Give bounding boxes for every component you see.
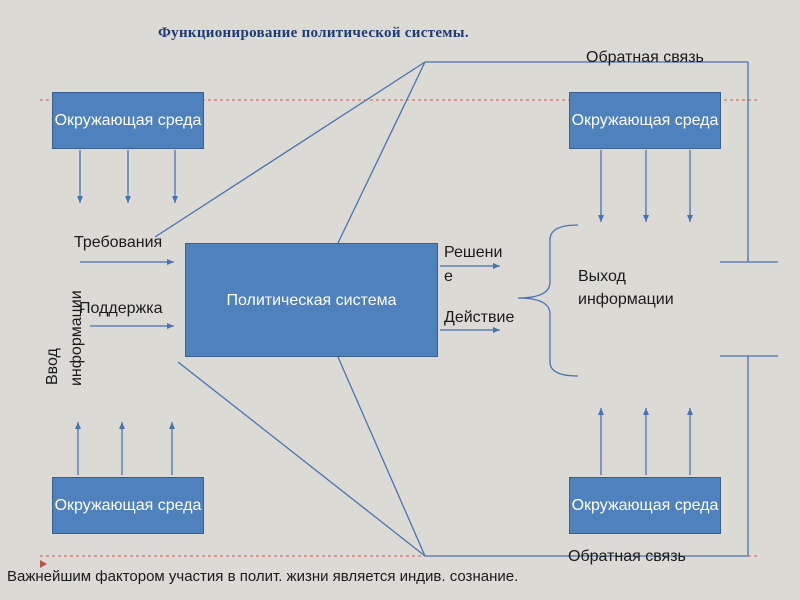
footer-note: Важнейшим фактором участия в полит. жизн…	[7, 568, 519, 585]
environment-box-top-right: Окружающая среда	[569, 92, 721, 149]
decision-label-line1: Решени	[444, 244, 503, 261]
output-info-label-line1: Выход	[578, 268, 626, 285]
feedback-top-to-system	[337, 61, 426, 244]
support-label: Поддержка	[79, 300, 163, 317]
environment-box-bottom-left: Окружающая среда	[52, 477, 204, 534]
action-label: Действие	[444, 309, 515, 326]
environment-box-bottom-right: Окружающая среда	[569, 477, 721, 534]
feedback-bottom-label: Обратная связь	[568, 548, 686, 565]
demands-label: Требования	[74, 234, 163, 251]
environment-box-top-left: Окружающая среда	[52, 92, 204, 149]
feedback-bottom-to-support	[177, 361, 426, 557]
decision-label-line2: е	[444, 268, 453, 285]
bullet-arrow-icon	[40, 560, 47, 568]
feedback-top-to-demands	[154, 61, 426, 238]
political-system-box: Политическая система	[185, 243, 438, 357]
output-info-label-line2: информации	[578, 291, 674, 308]
feedback-bottom-to-system	[337, 356, 426, 557]
output-brace	[517, 224, 579, 377]
input-info-label-line2: информации	[68, 290, 85, 386]
feedback-top-label: Обратная связь	[586, 49, 704, 66]
input-info-label-line1: Ввод	[44, 348, 61, 385]
page-title: Функционирование политической системы.	[158, 25, 469, 41]
